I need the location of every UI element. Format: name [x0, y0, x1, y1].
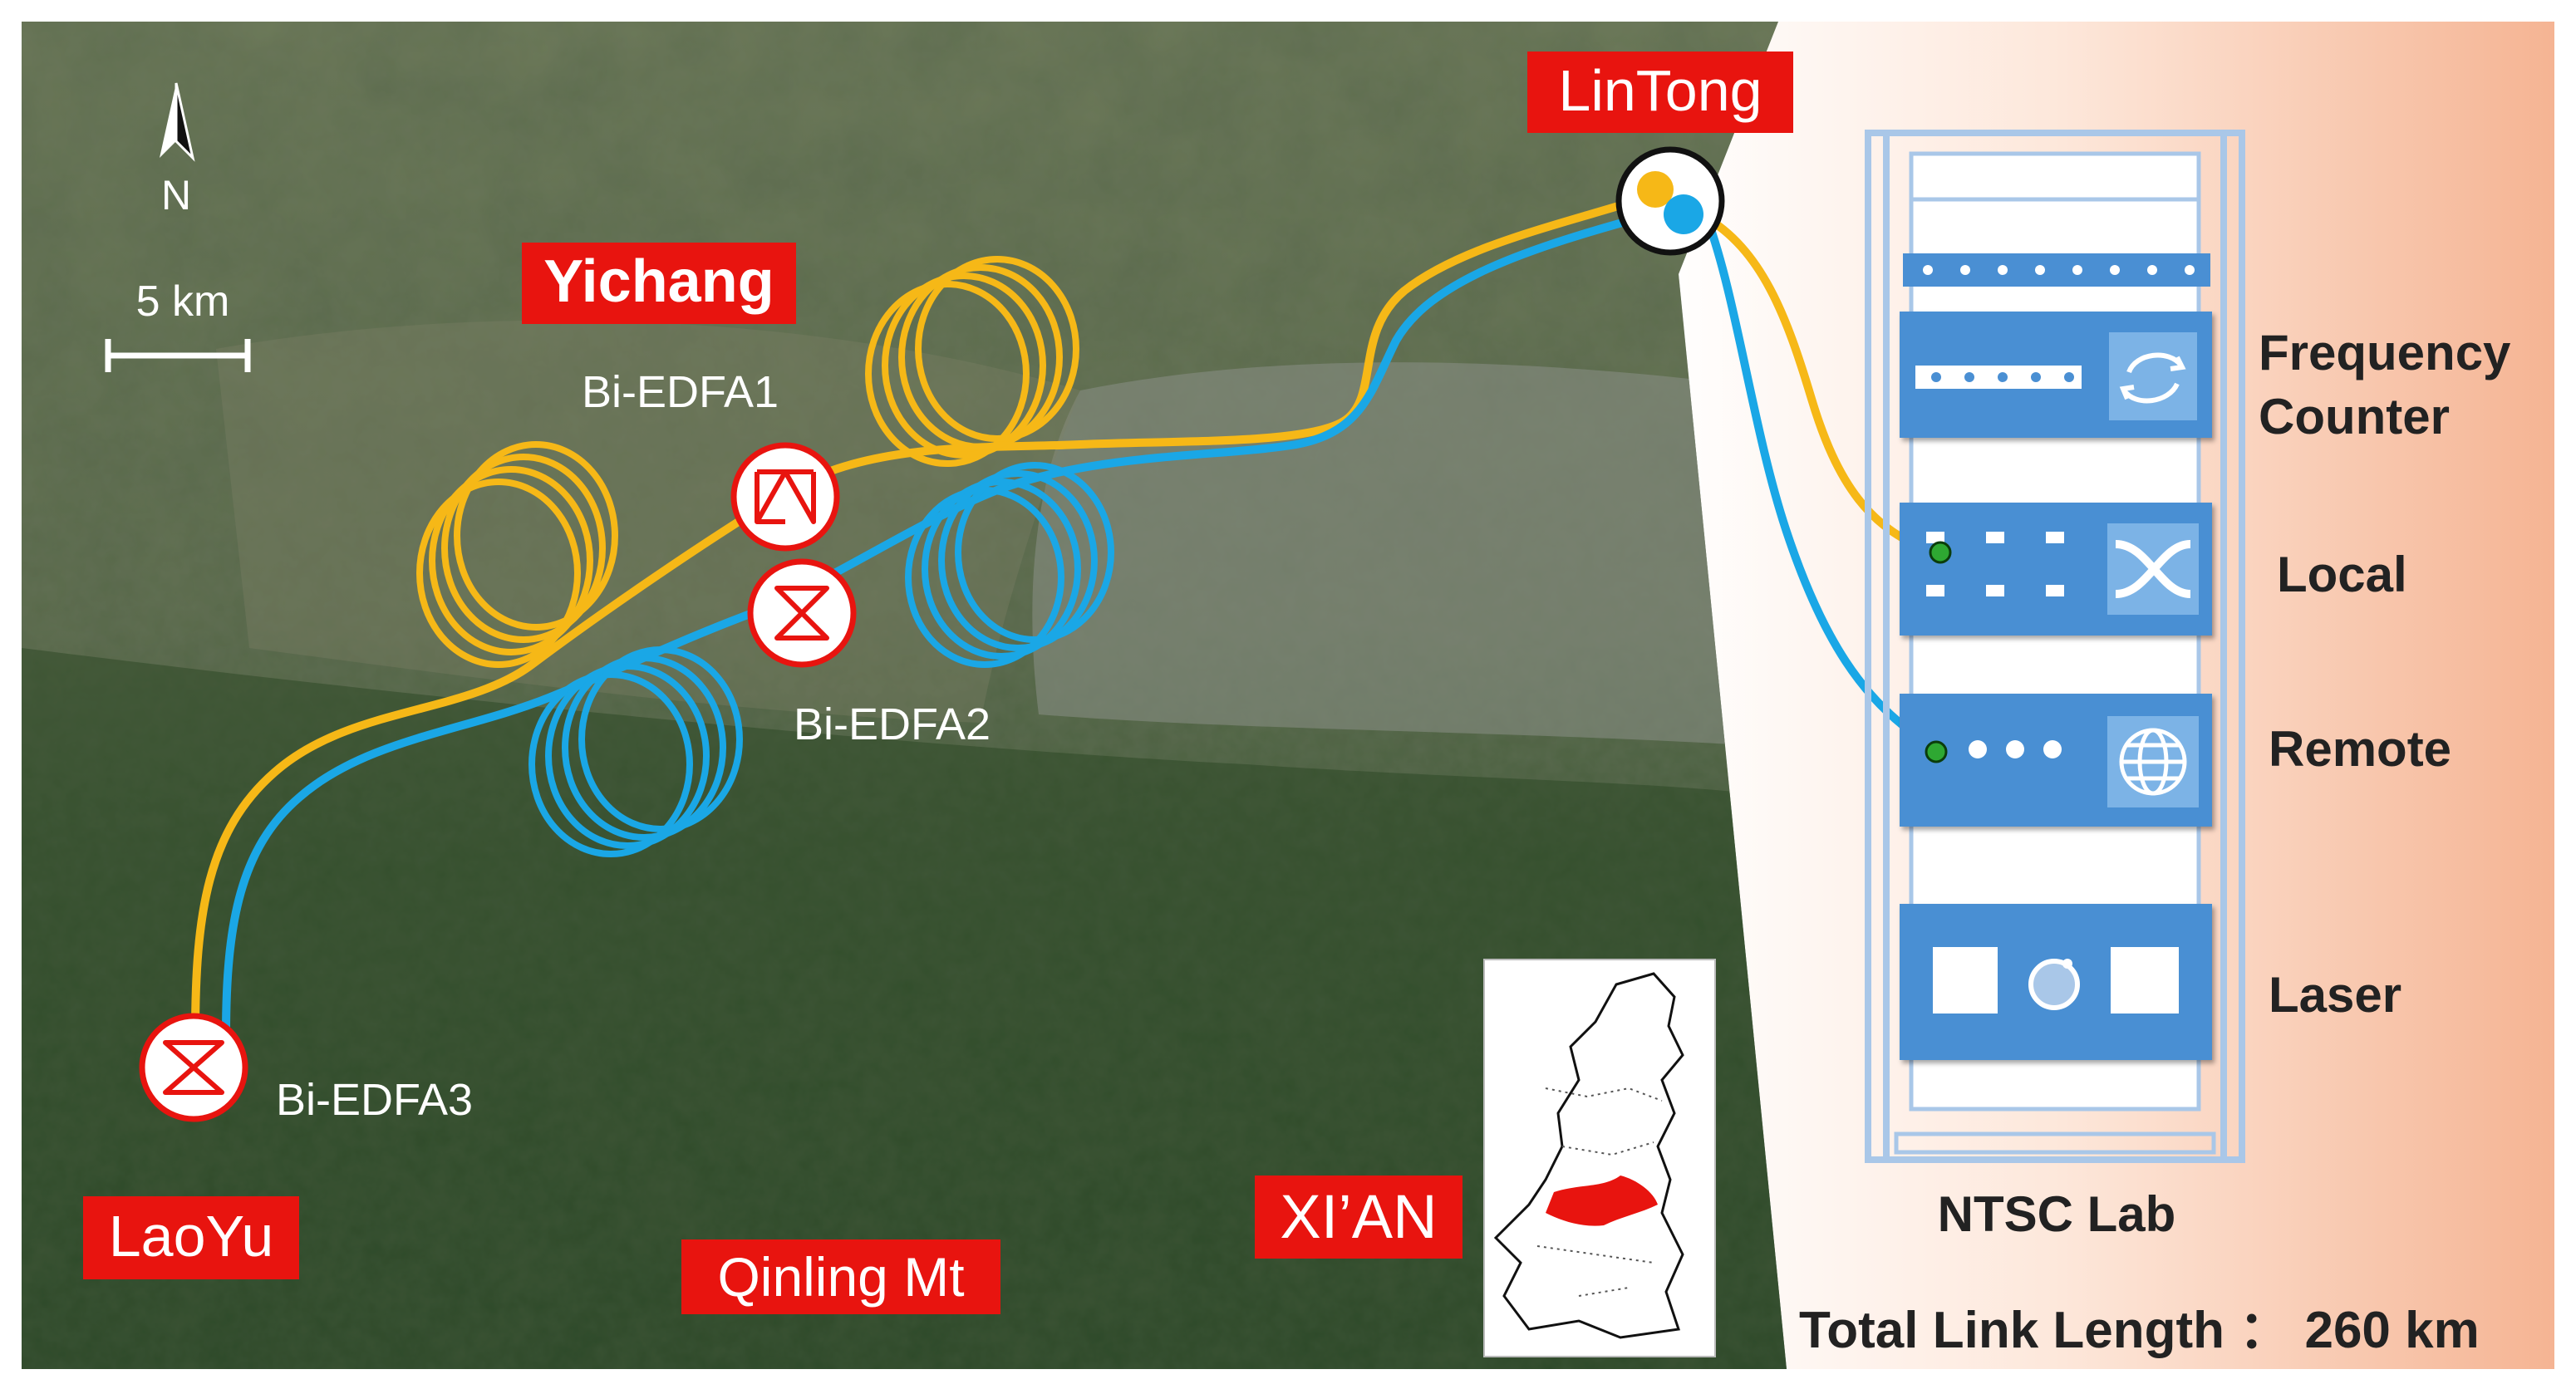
- total-link-length: Total Link Length ： 260 km: [1799, 1302, 2480, 1359]
- svg-text:Yichang: Yichang: [543, 248, 774, 315]
- amplifier-icon-2: [747, 558, 857, 668]
- north-label: N: [161, 172, 191, 218]
- province-inset-map: [1483, 959, 1716, 1357]
- svg-text:XI’AN: XI’AN: [1280, 1182, 1437, 1251]
- place-label-qinling: Qinling Mt: [681, 1239, 1000, 1314]
- globe-icon: [2119, 728, 2187, 796]
- scale-label: 5 km: [136, 277, 230, 326]
- scale-bar: [105, 339, 251, 372]
- frequency-counter-module: [1900, 312, 2212, 438]
- svg-text:Qinling Mt: Qinling Mt: [717, 1246, 964, 1308]
- remote-module: [1900, 694, 2212, 827]
- place-label-lintong: LinTong: [1527, 52, 1793, 133]
- amplifier-icon-3: [139, 1013, 248, 1122]
- module-label-remote: Remote: [2269, 721, 2451, 777]
- amplifier-label-3: Bi-EDFA3: [276, 1075, 473, 1125]
- remote-port-icon: [1925, 740, 1948, 763]
- fiber-spool-blue-1: [528, 646, 743, 857]
- fiber-spool-yellow-2: [865, 256, 1079, 467]
- fiber-route-blue: [222, 208, 1940, 1038]
- lab-title: NTSC Lab: [1938, 1186, 2176, 1242]
- svg-text:LaoYu: LaoYu: [109, 1204, 274, 1269]
- place-label-laoyu: LaoYu: [83, 1196, 299, 1279]
- fiber-spool-yellow-1: [416, 441, 618, 668]
- north-arrow-icon: [160, 82, 195, 162]
- fiber-route-yellow: [191, 191, 1940, 1038]
- svg-text:LinTong: LinTong: [1558, 58, 1762, 123]
- fiber-spool-blue-2: [905, 462, 1114, 668]
- amplifier-label-2: Bi-EDFA2: [794, 699, 991, 749]
- local-port-icon: [1929, 541, 1952, 564]
- place-label-xian: XI’AN: [1255, 1175, 1463, 1259]
- amplifier-icon-1: [730, 442, 840, 552]
- module-label-laser: Laser: [2269, 967, 2401, 1023]
- amplifier-label-1: Bi-EDFA1: [582, 367, 779, 417]
- laser-module: [1900, 904, 2212, 1060]
- local-module: [1900, 503, 2212, 636]
- module-label-local: Local: [2277, 547, 2407, 602]
- lintong-node-icon: [1615, 146, 1725, 256]
- place-label-yichang: Yichang: [522, 243, 796, 324]
